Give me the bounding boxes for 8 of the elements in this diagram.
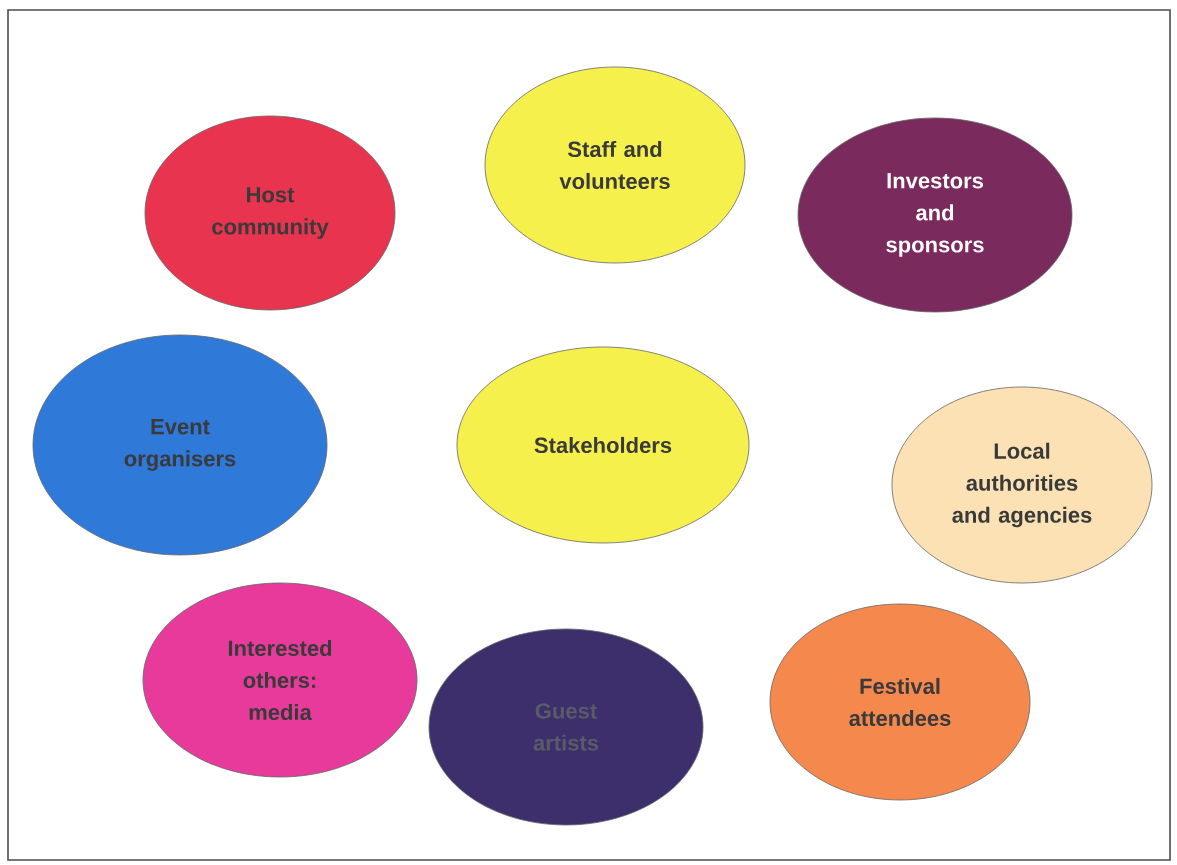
ellipse-node: Stakeholders <box>456 346 750 544</box>
ellipse-node: Event organisers <box>32 334 328 556</box>
ellipse-node: Host community <box>144 115 396 311</box>
ellipse-node: Local authorities and agencies <box>891 386 1153 584</box>
ellipse-node: Interested others: media <box>142 582 418 778</box>
ellipse-node: Festival attendees <box>769 603 1031 801</box>
ellipse-node: Staff and volunteers <box>484 66 746 264</box>
ellipse-node: Investors and sponsors <box>797 117 1073 313</box>
